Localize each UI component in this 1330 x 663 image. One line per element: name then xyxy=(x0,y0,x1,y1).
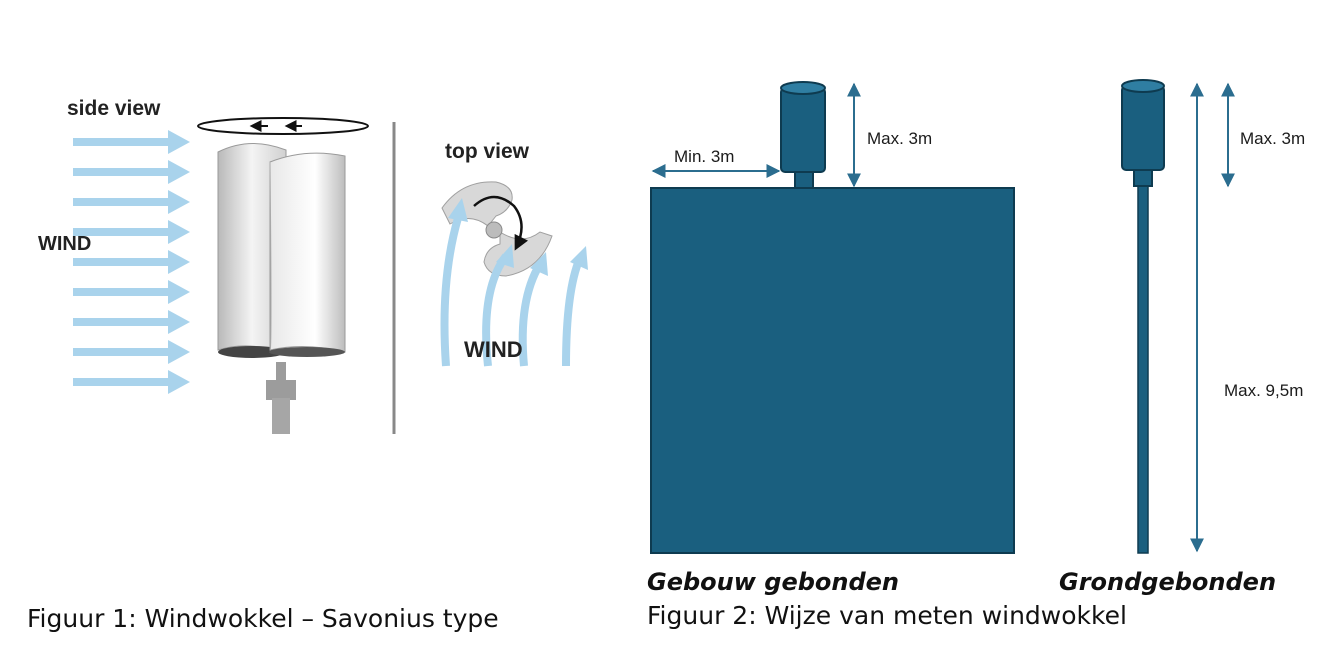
rotation-indicator xyxy=(197,117,369,135)
wind-arrow-top xyxy=(562,256,584,367)
figure-2-caption: Figuur 2: Wijze van meten windwokkel xyxy=(647,601,1127,630)
max-total-height-label: Max. 9,5m xyxy=(1224,381,1303,400)
wind-arrow-side xyxy=(73,340,190,364)
figure-1-caption: Figuur 1: Windwokkel – Savonius type xyxy=(27,604,499,633)
min-offset-label: Min. 3m xyxy=(674,147,734,166)
wind-arrow-side xyxy=(73,310,190,334)
savonius-top-view-icon xyxy=(441,181,553,277)
max-height-building-label: Max. 3m xyxy=(867,129,932,148)
wind-arrow-side xyxy=(73,220,190,244)
wind-arrows-side xyxy=(73,130,190,394)
wind-arrow-side xyxy=(73,190,190,214)
building-turbine-icon xyxy=(780,81,826,189)
side-view-label: side view xyxy=(67,97,161,120)
max-height-pole-top-label: Max. 3m xyxy=(1240,129,1305,148)
wind-arrow-top xyxy=(440,216,462,367)
wind-arrow-side xyxy=(73,160,190,184)
wind-arrow-heads-top xyxy=(448,198,588,276)
wind-arrow-side xyxy=(73,250,190,274)
wind-arrows-top xyxy=(440,216,584,367)
savonius-rotor-icon xyxy=(217,142,346,434)
top-view-label: top view xyxy=(445,140,530,163)
wind-arrow-top xyxy=(482,253,510,367)
wind-label-side: WIND xyxy=(38,233,91,255)
ground-mounted-label: Grondgebonden xyxy=(1059,568,1276,596)
wind-arrow-side xyxy=(73,280,190,304)
figure-2-measurement: Min. 3m Max. 3m Max. 9,5m Max. 3m Gebouw… xyxy=(647,79,1305,630)
ground-turbine-icon xyxy=(1121,79,1165,554)
building-mounted-label: Gebouw gebonden xyxy=(647,568,899,596)
wind-arrow-side xyxy=(73,370,190,394)
building-block xyxy=(650,187,1015,554)
wind-arrow-top xyxy=(518,261,544,367)
figure-1-savonius: side view WIND xyxy=(27,97,588,633)
wind-label-top: WIND xyxy=(464,337,523,362)
wind-arrow-side xyxy=(73,130,190,154)
